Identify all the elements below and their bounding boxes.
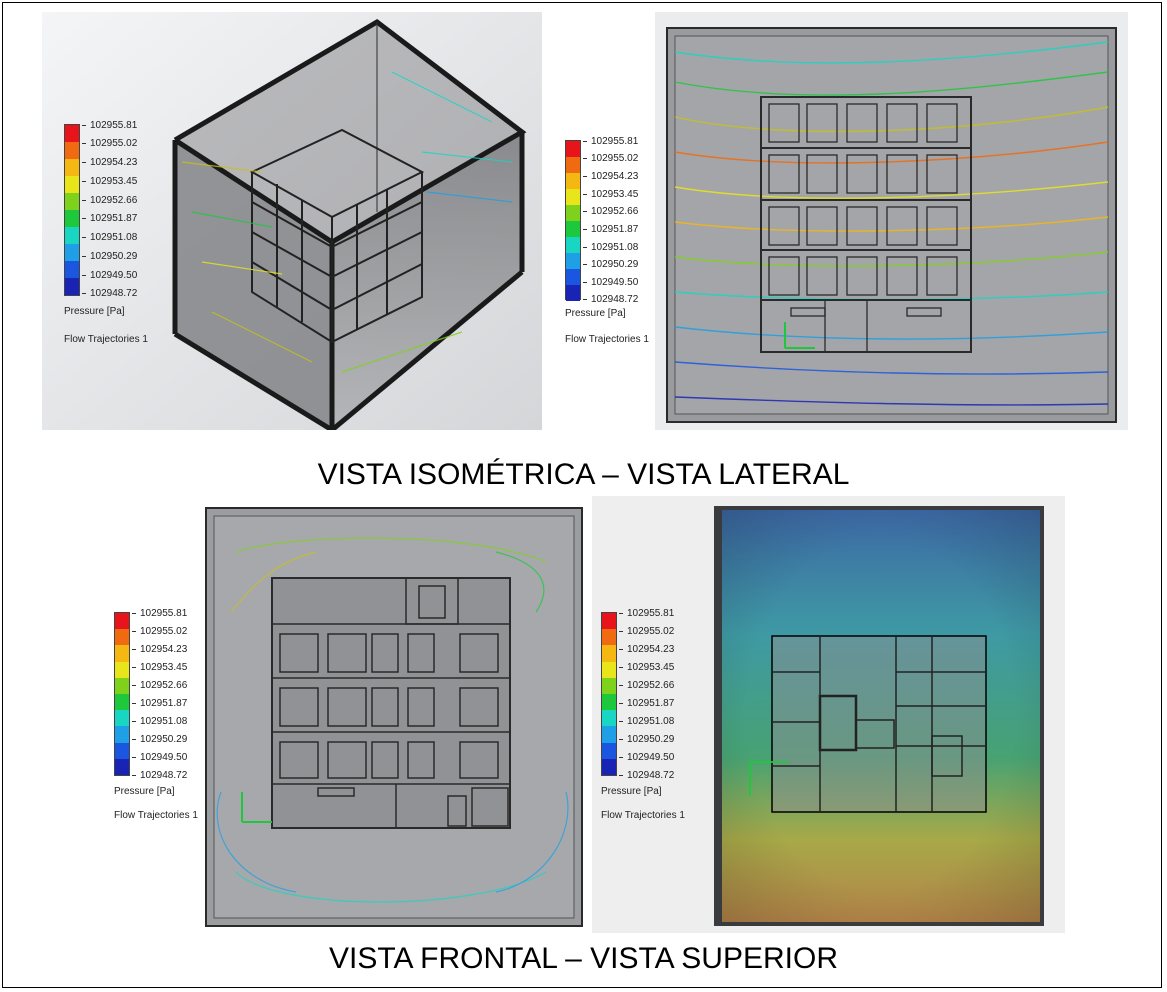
legend-unit-label: Pressure [Pa] <box>114 786 175 797</box>
legend-tick: 102952.66 <box>619 680 674 692</box>
caption-top: VISTA ISOMÉTRICA – VISTA LATERAL <box>317 458 850 491</box>
legend-tick: 102953.45 <box>132 662 187 674</box>
legend-tick: 102952.66 <box>583 206 638 218</box>
legend-plot-label: Flow Trajectories 1 <box>64 334 148 345</box>
legend-tick: 102949.50 <box>82 270 137 282</box>
legend-colorbar <box>565 140 581 301</box>
legend-tick: 102953.45 <box>583 189 638 201</box>
legend-tick: 102951.87 <box>583 224 638 236</box>
legend-tick: 102955.81 <box>132 608 187 620</box>
legend-tick: 102954.23 <box>583 171 638 183</box>
legend-tick: 102950.29 <box>82 251 137 263</box>
legend-tick: 102955.81 <box>619 608 674 620</box>
legend-tick: 102948.72 <box>132 770 187 782</box>
legend-tick: 102955.81 <box>583 136 638 148</box>
legend-tick: 102954.23 <box>82 157 137 169</box>
legend-tick: 102955.81 <box>82 120 137 132</box>
legend-unit-label: Pressure [Pa] <box>601 786 662 797</box>
frontal-render <box>205 507 583 927</box>
legend-tick: 102955.02 <box>619 626 674 638</box>
isometric-view-panel <box>42 12 542 430</box>
legend-plot-label: Flow Trajectories 1 <box>114 810 198 821</box>
legend-tick: 102950.29 <box>132 734 187 746</box>
legend-unit-label: Pressure [Pa] <box>64 306 125 317</box>
superior-view-panel <box>592 496 1065 933</box>
legend-tick: 102953.45 <box>619 662 674 674</box>
legend-tick: 102952.66 <box>132 680 187 692</box>
legend-tick: 102949.50 <box>132 752 187 764</box>
isometric-render <box>42 12 542 430</box>
legend-plot-label: Flow Trajectories 1 <box>565 334 649 345</box>
legend-tick: 102955.02 <box>132 626 187 638</box>
legend-tick: 102954.23 <box>619 644 674 656</box>
legend-tick: 102948.72 <box>583 294 638 306</box>
caption-bottom: VISTA FRONTAL – VISTA SUPERIOR <box>328 942 838 975</box>
legend-tick: 102949.50 <box>619 752 674 764</box>
lateral-render <box>655 12 1128 430</box>
legend-colorbar <box>601 612 617 776</box>
legend-tick: 102948.72 <box>619 770 674 782</box>
legend-tick: 102951.08 <box>132 716 187 728</box>
legend-tick: 102950.29 <box>619 734 674 746</box>
legend-tick: 102954.23 <box>132 644 187 656</box>
legend-tick: 102955.02 <box>583 153 638 165</box>
legend-colorbar <box>64 124 80 296</box>
legend-tick: 102953.45 <box>82 176 137 188</box>
legend-tick: 102950.29 <box>583 259 638 271</box>
legend-tick: 102951.08 <box>583 242 638 254</box>
frontal-view-panel <box>96 492 586 934</box>
superior-render <box>592 496 1065 933</box>
legend-tick: 102949.50 <box>583 277 638 289</box>
legend-tick: 102955.02 <box>82 138 137 150</box>
legend-tick: 102951.08 <box>82 232 137 244</box>
legend-colorbar <box>114 612 130 776</box>
legend-tick: 102951.87 <box>132 698 187 710</box>
legend-tick: 102951.08 <box>619 716 674 728</box>
legend-tick: 102948.72 <box>82 288 137 300</box>
legend-tick: 102951.87 <box>82 213 137 225</box>
legend-plot-label: Flow Trajectories 1 <box>601 810 685 821</box>
legend-tick: 102951.87 <box>619 698 674 710</box>
legend-tick: 102952.66 <box>82 195 137 207</box>
legend-unit-label: Pressure [Pa] <box>565 308 626 319</box>
lateral-view-panel <box>655 12 1128 430</box>
